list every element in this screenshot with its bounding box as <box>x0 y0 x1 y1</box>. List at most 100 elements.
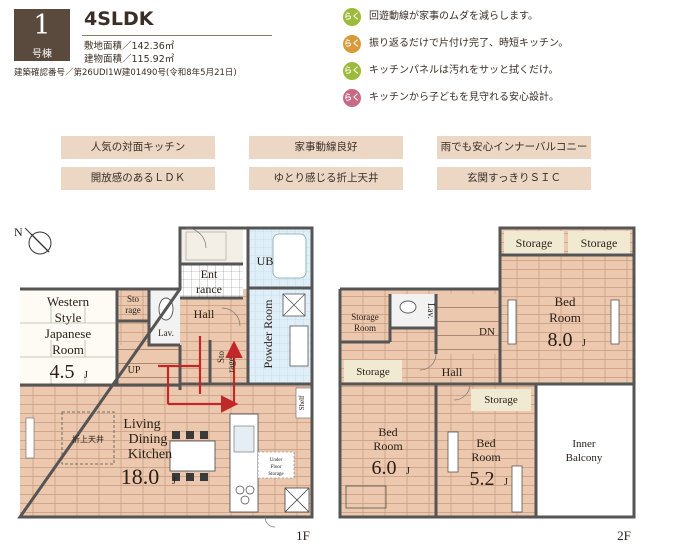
land-area: 敷地面積／142.36㎡ <box>84 41 175 52</box>
point-badge: らく <box>343 8 361 26</box>
bedroom-label: Bed <box>378 425 397 439</box>
bedroom-size: 5.2 <box>470 468 495 490</box>
permit-number: 建築確認番号／第26UDI1W建01490号(令和8年5月21日) <box>14 68 237 78</box>
area-unit: J <box>582 338 586 349</box>
point-item: らく振り返るだけで片付け完了、時短キッチン。 <box>343 35 568 53</box>
area-unit: J <box>504 477 508 488</box>
ldk-label: Kitchen <box>128 447 172 462</box>
floor-2-label: 2F <box>617 528 631 543</box>
inner-balcony-label: Balcony <box>566 452 603 464</box>
lav-label: Lav. <box>158 328 174 338</box>
area-unit: J <box>172 476 176 487</box>
storage-1 <box>117 289 149 321</box>
walls-2f <box>338 226 636 519</box>
storage-label: rage <box>226 357 236 373</box>
storage-2f-b <box>568 231 630 255</box>
floor-1-plan <box>17 226 314 528</box>
stove-icon <box>235 485 245 495</box>
storage-label: Storage <box>484 394 518 406</box>
under-floor-label: Under <box>270 458 283 463</box>
ldk-size: 18.0 <box>121 464 160 489</box>
ceiling-label: 折上天井 <box>72 434 104 444</box>
inner-balcony <box>536 384 634 517</box>
window <box>507 299 517 345</box>
sink-icon <box>233 425 255 453</box>
bedroom-label: Room <box>471 450 501 464</box>
storage-label: rage <box>125 305 141 315</box>
storage-label: Sto <box>127 294 140 304</box>
area-unit: J <box>406 466 410 477</box>
western-room <box>20 289 117 385</box>
point-badge: らく <box>343 62 361 80</box>
point-text: 回遊動線が家事のムダを減らします。 <box>369 11 538 22</box>
point-text: キッチンから子どもを見守れる安心設計。 <box>369 92 559 103</box>
western-room-label: Room <box>52 342 84 357</box>
entrance-label: Ent <box>201 267 218 281</box>
walls-1f <box>17 226 314 519</box>
unit-number: 1 <box>33 10 51 41</box>
storage-2f-a <box>504 231 564 255</box>
bedroom-label: Room <box>549 310 581 325</box>
svg-text:N: N <box>14 225 23 239</box>
feature-tag: 人気の対面キッチン <box>61 136 215 159</box>
western-room-label: Style <box>55 310 82 325</box>
under-floor-label: Storage <box>268 472 284 477</box>
compass-icon: N <box>14 225 52 255</box>
up-label: UP <box>128 365 141 376</box>
feature-tag: 家事動線良好 <box>249 136 403 159</box>
header-divider <box>82 35 272 36</box>
circulation-arrows <box>158 336 243 413</box>
door-swings-2f <box>419 353 471 401</box>
window <box>511 465 523 513</box>
bed-icon <box>345 485 387 509</box>
inner-balcony-label: Inner <box>572 438 596 450</box>
storage-2f-c <box>344 360 402 382</box>
unit-badge: 1 号棟 <box>14 9 70 61</box>
floor-1-labels: Western Style Japanese Room 4.5 J Sto ra… <box>45 254 310 543</box>
window <box>447 431 459 473</box>
powder-room-label: Powder Room <box>261 299 275 369</box>
feature-tag: 玄関すっきりＳＩＣ <box>437 167 591 190</box>
feature-tag: ゆとり感じる折上天井 <box>249 167 403 190</box>
feature-tag: 開放感のあるＬＤＫ <box>61 167 215 190</box>
under-floor-storage <box>257 451 295 479</box>
storage-room <box>340 294 390 342</box>
point-badge: らく <box>343 89 361 107</box>
point-item: らく回遊動線が家事のムダを減らします。 <box>343 8 538 26</box>
bedroom-label: Bed <box>555 294 576 309</box>
ldk-label: Living <box>123 417 160 432</box>
storage-label: Storage <box>356 366 390 378</box>
feature-tag: 雨でも安心インナーバルコニー <box>437 136 591 159</box>
entrance <box>180 264 243 298</box>
storage-label: Storage <box>581 236 618 250</box>
point-text: キッチンパネルは汚れをサッと拭くだけ。 <box>369 65 559 76</box>
ub-label: UB <box>257 254 274 268</box>
point-badge: らく <box>343 35 361 53</box>
coffered-ceiling <box>61 411 115 465</box>
window <box>610 299 620 345</box>
floor-2-plan <box>338 226 636 519</box>
western-room-size: 4.5 <box>50 361 75 383</box>
bedroom-label: Room <box>373 439 403 453</box>
under-floor-label: Floor <box>271 465 282 470</box>
western-room-label: Japanese <box>45 326 91 341</box>
entrance-top <box>180 228 243 264</box>
lav-label: Lav. <box>426 303 436 319</box>
point-item: らくキッチンパネルは汚れをサッと拭くだけ。 <box>343 62 559 80</box>
storage-2f-d <box>471 389 531 411</box>
hall-label: Hall <box>194 307 215 321</box>
bedroom-label: Bed <box>476 436 495 450</box>
hall-label: Hall <box>442 365 463 379</box>
toilet-icon-2f <box>399 300 417 314</box>
door-swings <box>185 227 276 528</box>
ldk-label: Dining <box>129 432 168 447</box>
storage-room-label: Storage <box>351 312 379 322</box>
bedroom-size: 6.0 <box>372 457 397 479</box>
stairs-2f <box>436 294 500 354</box>
building-area: 建物面積／115.92㎡ <box>84 54 175 65</box>
western-room-label: Western <box>47 294 90 309</box>
floor-2-labels: Storage Storage Bed Room 8.0 J Storage R… <box>351 236 631 543</box>
point-text: 振り返るだけで片付け完了、時短キッチン。 <box>369 38 569 49</box>
plan-type: 4SLDK <box>84 8 154 30</box>
